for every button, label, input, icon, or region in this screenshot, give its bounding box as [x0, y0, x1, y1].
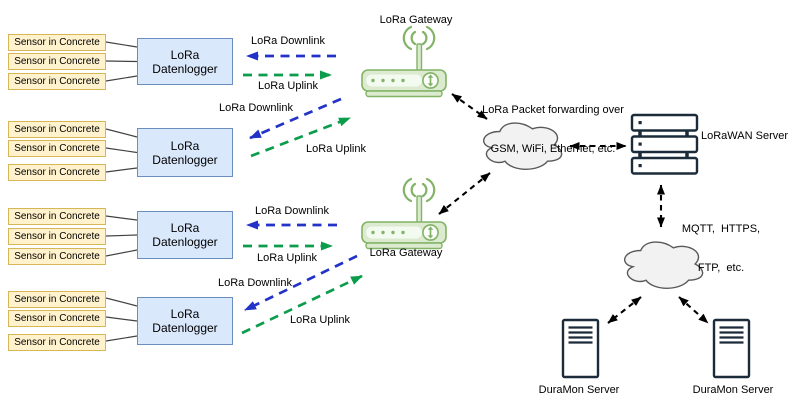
sensor-box: Sensor in Concrete [8, 208, 106, 225]
cloud-caption-line2: GSM, WiFi, Ethernet, etc. [490, 143, 616, 155]
sensor-box: Sensor in Concrete [8, 291, 106, 308]
lora-gateway-icon [360, 177, 448, 250]
datenlogger-label: LoRa [170, 47, 200, 62]
cloud-duramon-link [678, 296, 709, 324]
datenlogger-box: LoRa Datenlogger [137, 128, 233, 177]
datenlogger-label: Datenlogger [152, 61, 218, 76]
sensor-box: Sensor in Concrete [8, 140, 106, 157]
sensor-box: Sensor in Concrete [8, 248, 106, 265]
protocols-label: MQTT, HTTPS, FTP, etc. [682, 197, 760, 301]
lora-links [241, 51, 363, 335]
sensor-box: Sensor in Concrete [8, 53, 106, 70]
duramon-server-label: DuraMon Server [692, 384, 774, 396]
duramon-server-icon [712, 318, 751, 379]
datenlogger-label: Datenlogger [152, 152, 218, 167]
datenlogger-label: LoRa [170, 307, 200, 321]
datenlogger-box: LoRa Datenlogger [137, 211, 233, 259]
datenlogger-box: LoRa Datenlogger [137, 297, 233, 345]
gateway-cloud-link [438, 172, 491, 215]
sensor-box: Sensor in Concrete [8, 34, 106, 51]
datenlogger-label: LoRa [170, 221, 200, 235]
downlink-label: LoRa Downlink [219, 102, 293, 114]
sensor-box: Sensor in Concrete [8, 121, 106, 138]
downlink-label: LoRa Downlink [255, 205, 329, 217]
downlink-label: LoRa Downlink [251, 35, 325, 47]
datenlogger-label: LoRa [170, 138, 200, 153]
cloud-caption: LoRa Packet forwarding over GSM, WiFi, E… [482, 78, 624, 182]
downlink-arrow [244, 254, 358, 312]
uplink-label: LoRa Uplink [258, 80, 318, 92]
duramon-server-label: DuraMon Server [538, 384, 620, 396]
cloud-duramon-link [607, 296, 642, 324]
uplink-label: LoRa Uplink [257, 252, 317, 264]
sensor-box: Sensor in Concrete [8, 334, 106, 351]
lorawan-server-icon [630, 113, 699, 176]
uplink-label: LoRa Uplink [290, 314, 350, 326]
downlink-arrow [249, 97, 342, 140]
downlink-label: LoRa Downlink [218, 277, 292, 289]
gateway-cloud-link [451, 93, 488, 120]
duramon-server-icon [561, 318, 600, 379]
uplink-arrow [241, 274, 363, 335]
uplink-label: LoRa Uplink [306, 143, 366, 155]
cloud-caption-line1: LoRa Packet forwarding over [482, 104, 624, 116]
sensor-box: Sensor in Concrete [8, 164, 106, 181]
backhaul-links [438, 93, 709, 324]
gateway-label: LoRa Gateway [369, 247, 443, 259]
datenlogger-box: LoRa Datenlogger [137, 38, 233, 85]
lorawan-server-label: LoRaWAN Server [701, 130, 789, 142]
sensor-wires [105, 41, 138, 342]
gateway-label: LoRa Gateway [379, 14, 453, 26]
datenlogger-label: Datenlogger [152, 321, 218, 335]
datenlogger-label: Datenlogger [152, 235, 218, 249]
protocols-line1: MQTT, HTTPS, [681, 223, 761, 235]
protocols-line2: FTP, etc. [697, 262, 745, 274]
sensor-box: Sensor in Concrete [8, 228, 106, 245]
sensor-box: Sensor in Concrete [8, 73, 106, 90]
sensor-box: Sensor in Concrete [8, 310, 106, 327]
lora-gateway-icon [360, 25, 448, 98]
uplink-arrow [250, 116, 351, 158]
